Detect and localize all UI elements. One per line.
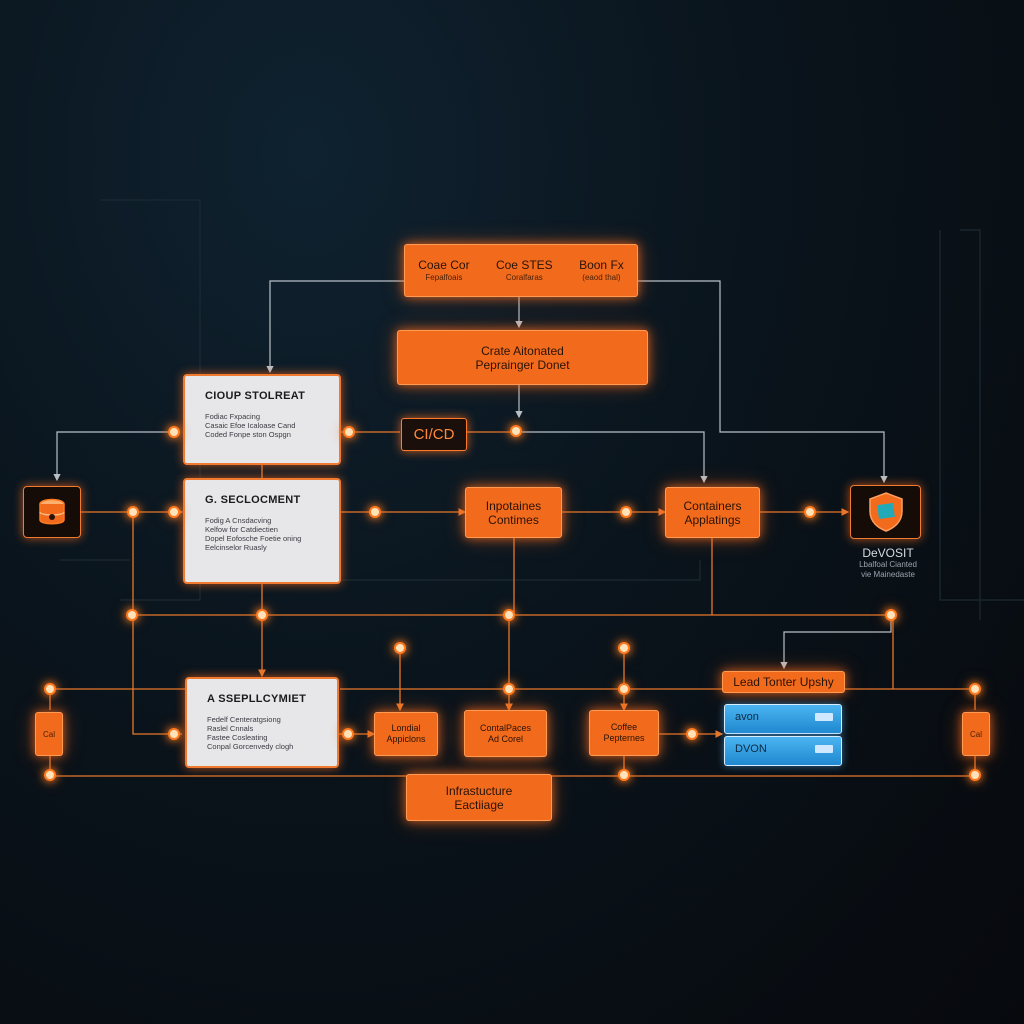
connection-node (618, 769, 630, 781)
panel-line: Raslel Cnnals (207, 724, 254, 733)
source-item-2-title: Coe STES (495, 258, 553, 272)
box-line-1: Containers (683, 498, 742, 513)
box-line-2: Contimes (488, 512, 539, 527)
connection-node (44, 769, 56, 781)
source-stage-box[interactable]: Coae Cor Fepalfoais Coe STES Coralfaras … (404, 244, 638, 297)
infrastructure-box[interactable]: Infrastucture Eactiiage (406, 774, 552, 821)
secloment-panel[interactable]: G. SECLOCMENT Fodig A Cnsdacving Kelfow … (183, 478, 341, 584)
source-item-3-title: Boon Fx (579, 258, 624, 272)
box-line-2: Appiclons (386, 734, 426, 744)
panel-line: Eelcinselor Ruasly (205, 543, 267, 552)
devosit-title: DeVOSIT (862, 546, 914, 560)
connection-node (885, 609, 897, 621)
infra-line-1: Infrastucture (445, 783, 513, 798)
connection-node (620, 506, 632, 518)
devosit-line-2: vie Mainedaste (861, 570, 915, 579)
create-line-1: Crate Aitonated (481, 343, 564, 358)
server-card-label: avon (735, 711, 759, 723)
panel-line: Fodiac Fxpacing (205, 412, 261, 421)
devosit-line-1: Lbalfoal Cianted (859, 560, 917, 569)
box-line-1: Inpotaines (485, 498, 542, 513)
load-label-text: Lead Tonter Upshy (733, 675, 834, 689)
side-right-label: Cal (969, 729, 982, 739)
source-item-1-sub: Fepalfoais (425, 273, 463, 282)
deployment-panel[interactable]: A SSEPLLCYMIET Fedelf Centeratgsiong Ras… (185, 677, 339, 768)
panel-line: Dopel Eofosche Foetie oning (205, 534, 302, 543)
panel-line: Fastee Cosleating (207, 733, 268, 742)
connection-node (168, 728, 180, 740)
connection-node (969, 769, 981, 781)
panel-line: Conpal Gorcenvedy clogh (207, 742, 294, 751)
group-stream-panel[interactable]: CIOUP STOLREAT Fodiac Fxpacing Casaic Ef… (183, 374, 341, 465)
box-line-1: ContalPaces (479, 722, 532, 733)
connection-node (969, 683, 981, 695)
load-balancer-label[interactable]: Lead Tonter Upshy (722, 671, 845, 693)
side-box-left[interactable]: Cal (35, 712, 63, 756)
coffee-box[interactable]: Coffee Pepternes (589, 710, 659, 756)
create-line-2: Peprainger Donet (475, 357, 570, 372)
connection-node (503, 609, 515, 621)
source-item-1-title: Coae Cor (418, 258, 470, 272)
shield-icon[interactable] (850, 485, 921, 539)
contalpaces-box[interactable]: ContalPaces Ad Corel (464, 710, 547, 757)
connection-node (343, 426, 355, 438)
database-icon[interactable] (23, 486, 81, 538)
containers-box-1[interactable]: Inpotaines Contimes (465, 487, 562, 538)
side-left-label: Cal (42, 729, 55, 739)
connection-node (804, 506, 816, 518)
create-automated-box[interactable]: Crate Aitonated Peprainger Donet (397, 330, 648, 385)
box-line-2: Ad Corel (487, 733, 523, 744)
server-card-label: DVON (735, 743, 767, 755)
panel-line: Fedelf Centeratgsiong (207, 715, 281, 724)
box-line-2: Pepternes (603, 733, 645, 743)
box-line-1: Coffee (610, 722, 638, 732)
server-card-2[interactable]: DVON (724, 736, 842, 766)
panel-title: A SSEPLLCYMIET (207, 693, 307, 705)
panel-title: G. SECLOCMENT (205, 494, 301, 506)
connection-node (342, 728, 354, 740)
side-box-right[interactable]: Cal (962, 712, 990, 756)
source-item-3-sub: (eaod thal) (582, 273, 621, 282)
cicd-label[interactable]: CI/CD (401, 418, 467, 451)
connection-node (168, 426, 180, 438)
devosit-label: DeVOSIT Lbalfoal Cianted vie Mainedaste (818, 546, 958, 580)
londial-box[interactable]: Londial Appiclons (374, 712, 438, 756)
containers-box-2[interactable]: Containers Applatings (665, 487, 760, 538)
server-card-1[interactable]: avon (724, 704, 842, 734)
panel-title: CIOUP STOLREAT (205, 390, 306, 402)
box-line-2: Applatings (684, 512, 741, 527)
connection-node (127, 506, 139, 518)
connection-node (126, 609, 138, 621)
connection-node (369, 506, 381, 518)
source-item-1: Coae Cor Fepalfoais (418, 258, 469, 283)
box-line-1: Londial (391, 723, 421, 733)
connection-node (168, 506, 180, 518)
connection-node (618, 642, 630, 654)
source-item-2: Coe STES Coralfaras (496, 258, 553, 283)
connection-node (686, 728, 698, 740)
panel-line: Coded Fonpe ston Ospgn (205, 430, 291, 439)
source-item-3: Boon Fx (eaod thal) (579, 258, 624, 283)
connection-node (394, 642, 406, 654)
connection-node (256, 609, 268, 621)
panel-line: Kelfow for Catdiectien (205, 525, 278, 534)
connection-node (618, 683, 630, 695)
panel-line: Fodig A Cnsdacving (205, 516, 272, 525)
connection-node (44, 683, 56, 695)
infra-line-2: Eactiiage (454, 797, 504, 812)
source-item-2-sub: Coralfaras (505, 273, 543, 282)
server-indicator-icon (815, 745, 833, 753)
connection-node (503, 683, 515, 695)
panel-line: Casaic Efoe Icaloase Cand (205, 421, 296, 430)
connection-node (510, 425, 522, 437)
server-indicator-icon (815, 713, 833, 721)
